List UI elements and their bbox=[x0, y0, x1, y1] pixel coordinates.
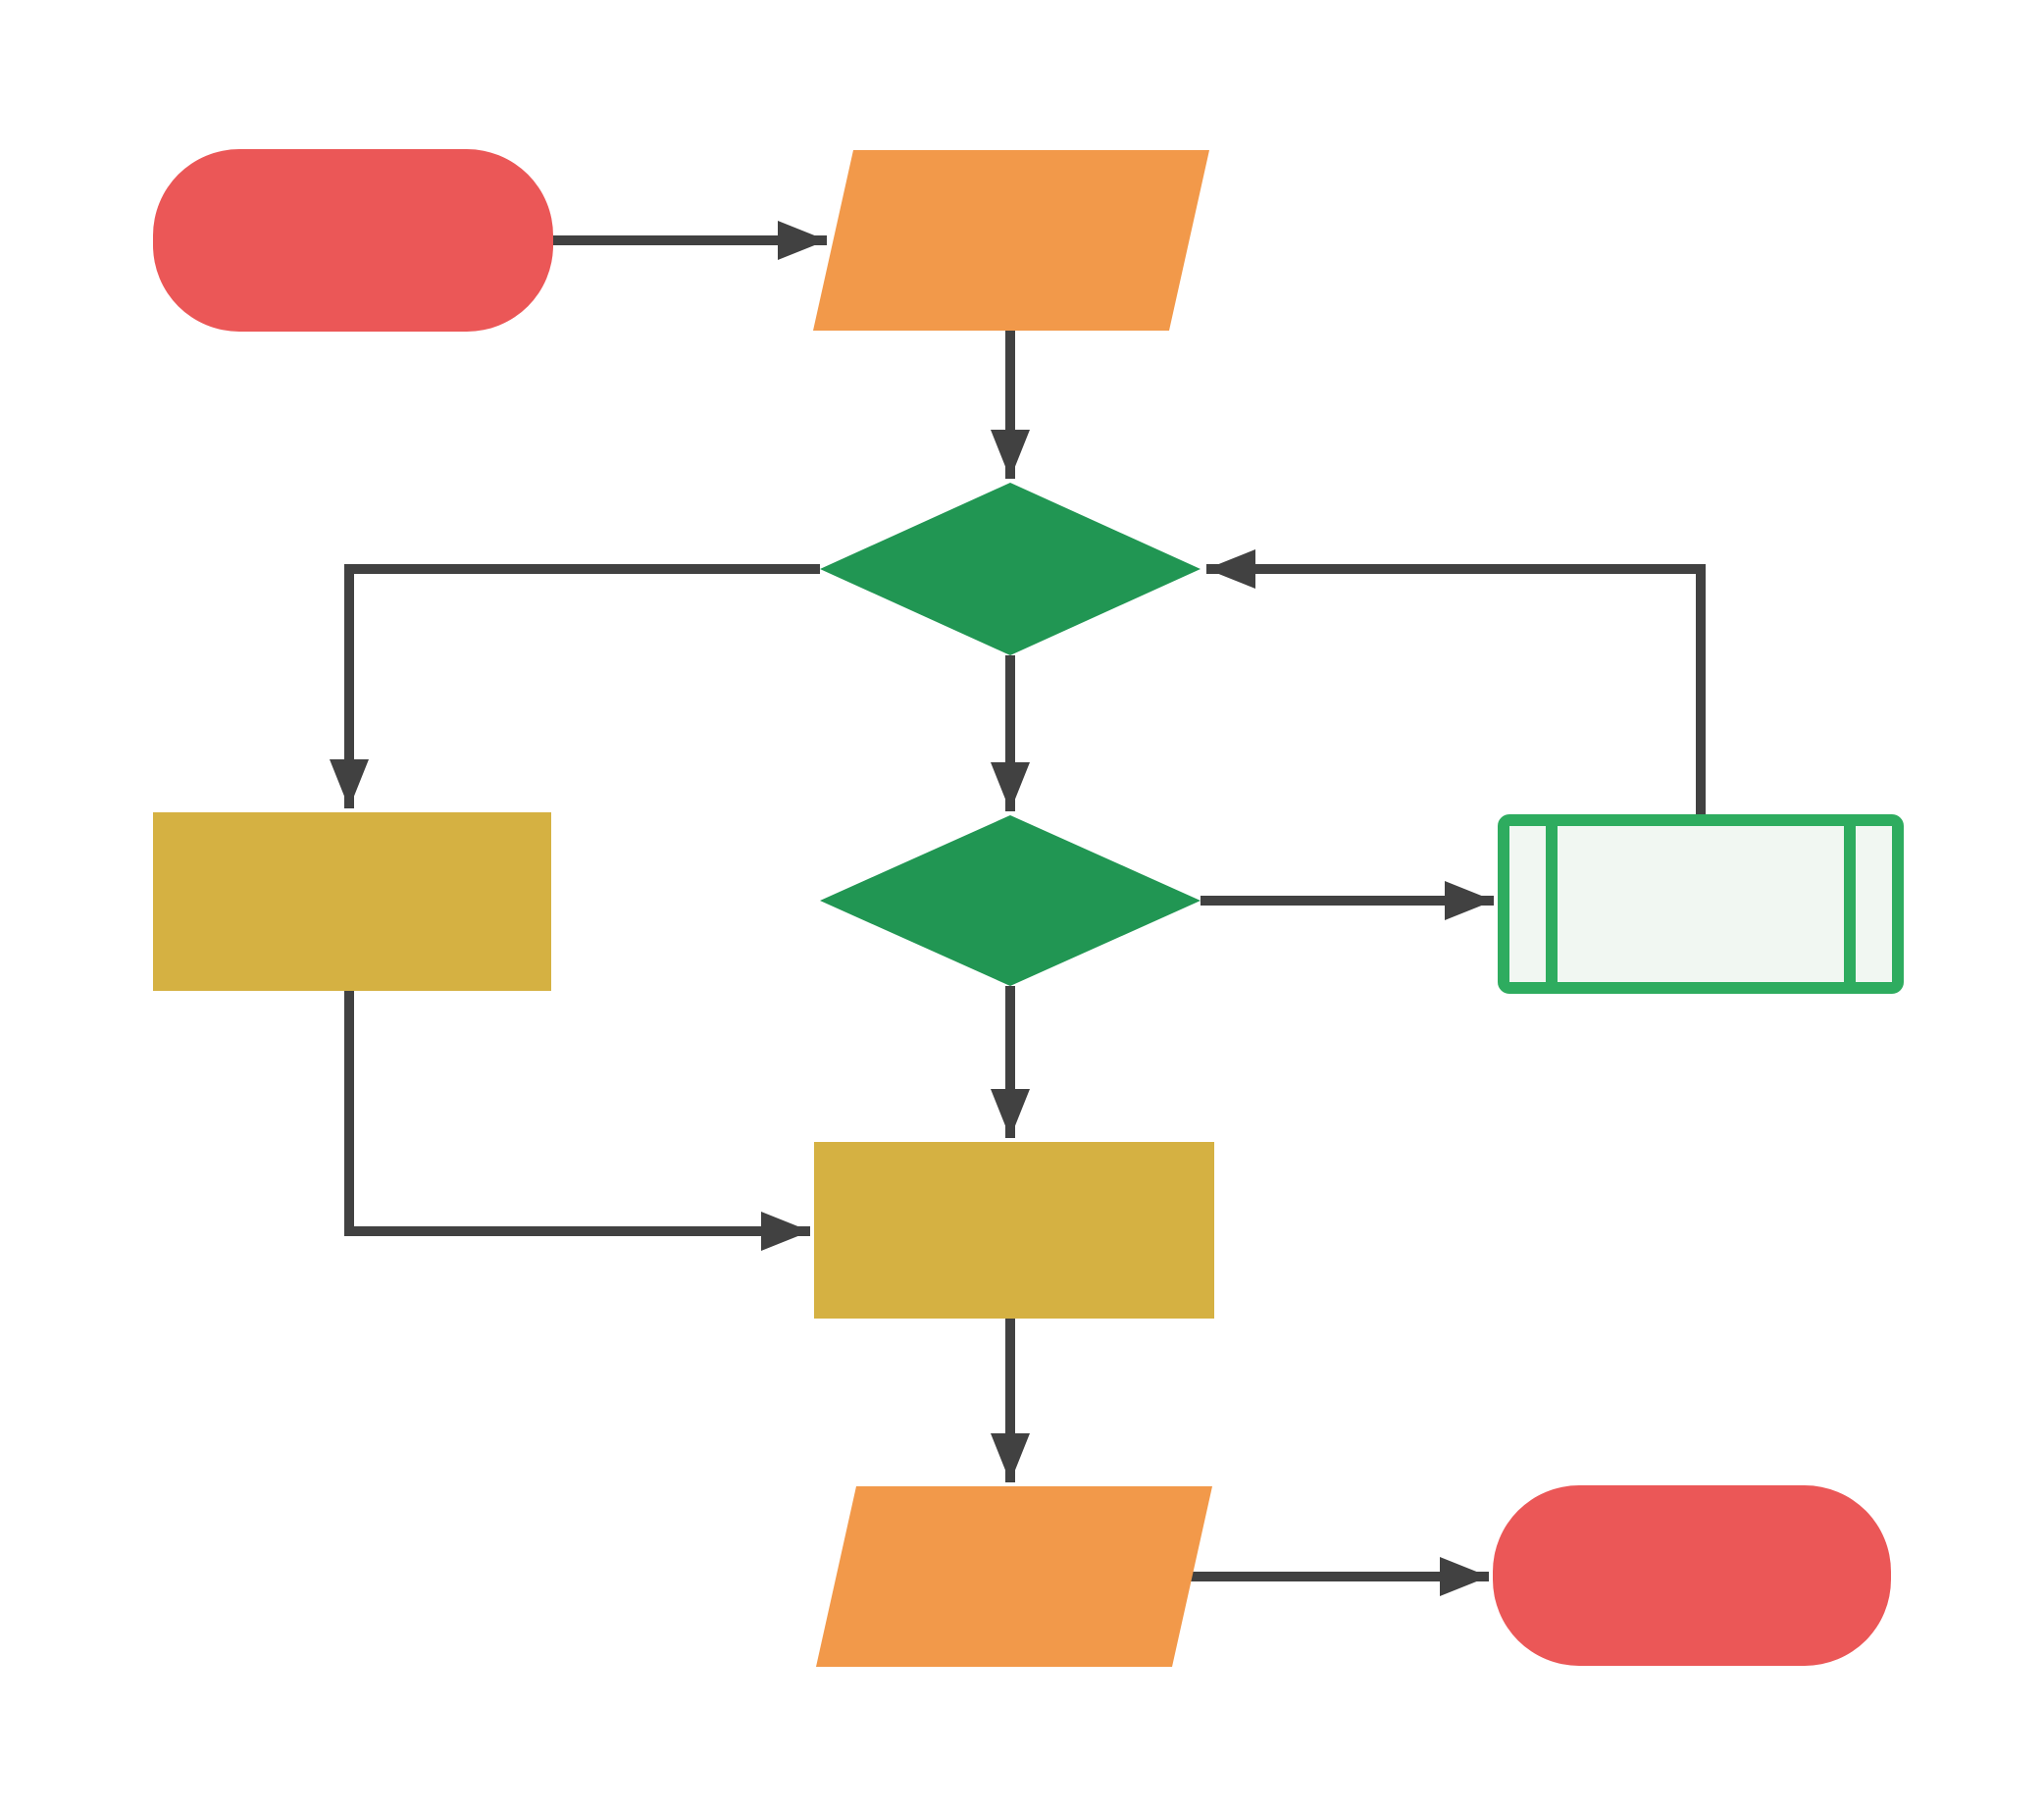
input-parallelogram-node[interactable] bbox=[813, 150, 1209, 331]
connector-predefined-to-decision1[interactable] bbox=[1206, 549, 1706, 814]
decision-diamond-node-middle[interactable] bbox=[820, 815, 1201, 986]
end-terminator-node[interactable] bbox=[1493, 1485, 1891, 1666]
process-rect-node-center[interactable] bbox=[814, 1142, 1214, 1319]
connectors-layer bbox=[330, 221, 1706, 1596]
process-rect-node-left[interactable] bbox=[153, 812, 551, 991]
connector-decision1-to-process-left[interactable] bbox=[330, 564, 820, 808]
decision-diamond-node-top[interactable] bbox=[820, 483, 1201, 655]
start-terminator-node[interactable] bbox=[153, 149, 553, 332]
nodes-layer bbox=[153, 149, 1904, 1667]
output-parallelogram-node[interactable] bbox=[816, 1486, 1212, 1667]
predefined-process-node[interactable] bbox=[1498, 814, 1904, 994]
connector-process-left-to-process-center[interactable] bbox=[344, 991, 810, 1251]
